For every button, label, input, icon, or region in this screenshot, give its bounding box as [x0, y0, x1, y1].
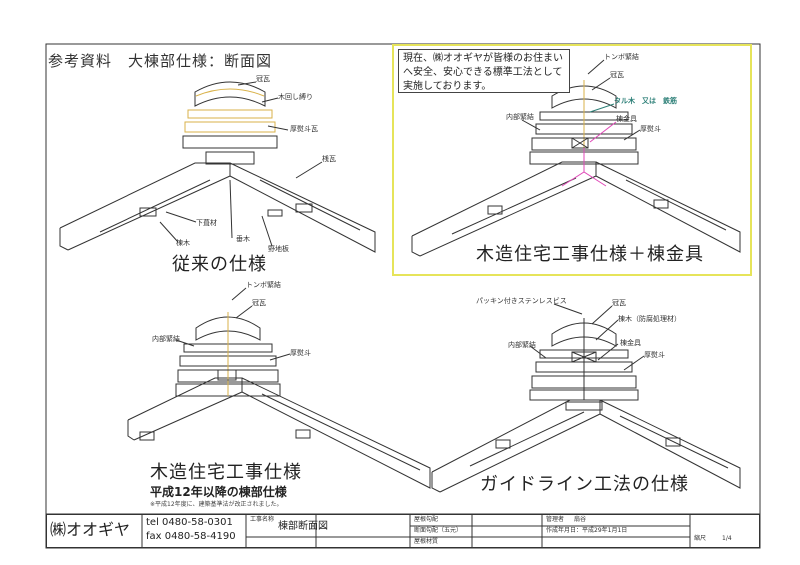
label-munekanagu: 棟金具 [620, 339, 641, 347]
label-munagi: 棟木 [176, 239, 190, 247]
diagram-conventional [59, 81, 376, 253]
created-date: 作成年月日：平成29年1月1日 [546, 527, 628, 534]
diagram-guideline-method [431, 303, 741, 493]
page-title: 参考資料 大棟部仕様：断面図 [48, 52, 273, 70]
caption-conventional: 従来の仕様 [172, 254, 267, 275]
subcaption-housing-spec: 平成12年以降の棟部仕様 [150, 485, 287, 499]
scale-label: 縮尺 [694, 535, 707, 542]
row-roof-pitch: 屋根勾配 [414, 516, 439, 523]
drawing-name-label: 工事名称 [250, 516, 275, 523]
row-roof-material: 屋根材質 [414, 538, 439, 545]
company-tel: tel 0480-58-0301 [146, 517, 233, 528]
caption-guideline-method: ガイドライン工法の仕様 [480, 474, 689, 495]
label-kawara: 冠瓦 [610, 71, 624, 79]
label-shitagi: 下葺材 [196, 219, 217, 227]
highlight-box [392, 44, 752, 276]
label-hiragawara: 桟瓦 [322, 155, 336, 163]
label-noshi: 厚熨斗 [290, 349, 311, 357]
diagram-housing-spec [127, 287, 431, 489]
row-section-pitch: 断面勾配（五元） [414, 527, 463, 534]
diagram-housing-spec-plus-fitting [411, 59, 741, 257]
label-noshi: 厚熨斗瓦 [290, 125, 318, 133]
manager-label: 管理者 [546, 516, 565, 523]
label-noshi: 厚熨斗 [644, 351, 665, 359]
label-taruki: タル木 又は 鉄筋 [614, 97, 677, 105]
label-nojiita: 野地板 [268, 245, 289, 253]
label-kawara: 冠瓦 [256, 75, 270, 83]
caption-housing-plus-fitting: 木造住宅工事仕様＋棟金具 [476, 244, 704, 265]
label-tonbo: トンボ緊結 [246, 281, 281, 289]
label-naibu: 内部緊結 [506, 113, 534, 121]
caption-housing-spec: 木造住宅工事仕様 [150, 462, 302, 483]
company-fax: fax 0480-58-4190 [146, 531, 236, 542]
sheet-number: 1/4 [722, 535, 732, 542]
label-noshi: 厚熨斗 [640, 125, 661, 133]
footnote-housing-spec: ※平成12年度に、建築基準法が改正されました。 [150, 501, 283, 508]
label-kawara: 冠瓦 [252, 299, 266, 307]
title-block [46, 514, 760, 548]
label-tarugi: 垂木 [236, 235, 250, 243]
label-munekanagu: 棟金具 [616, 115, 637, 123]
label-kawara: 冠瓦 [612, 299, 626, 307]
label-munagi: 棟木（防腐処理材） [618, 315, 681, 323]
label-naibu: 内部緊結 [152, 335, 180, 343]
note-text: 現在、㈱オオギヤが皆様のお住まいへ安全、安心できる標準工法として実施しております… [398, 49, 570, 93]
label-noshi-tie: 木回し縛り [278, 93, 313, 101]
label-screw: パッキン付きステンレスビス [476, 297, 567, 305]
company-name: ㈱オオギヤ [50, 520, 131, 539]
label-naibu: 内部緊結 [508, 341, 536, 349]
manager-name: 扇谷 [574, 516, 593, 523]
label-tonbo: トンボ緊結 [604, 53, 639, 61]
drawing-name: 棟部断面図 [278, 521, 328, 532]
